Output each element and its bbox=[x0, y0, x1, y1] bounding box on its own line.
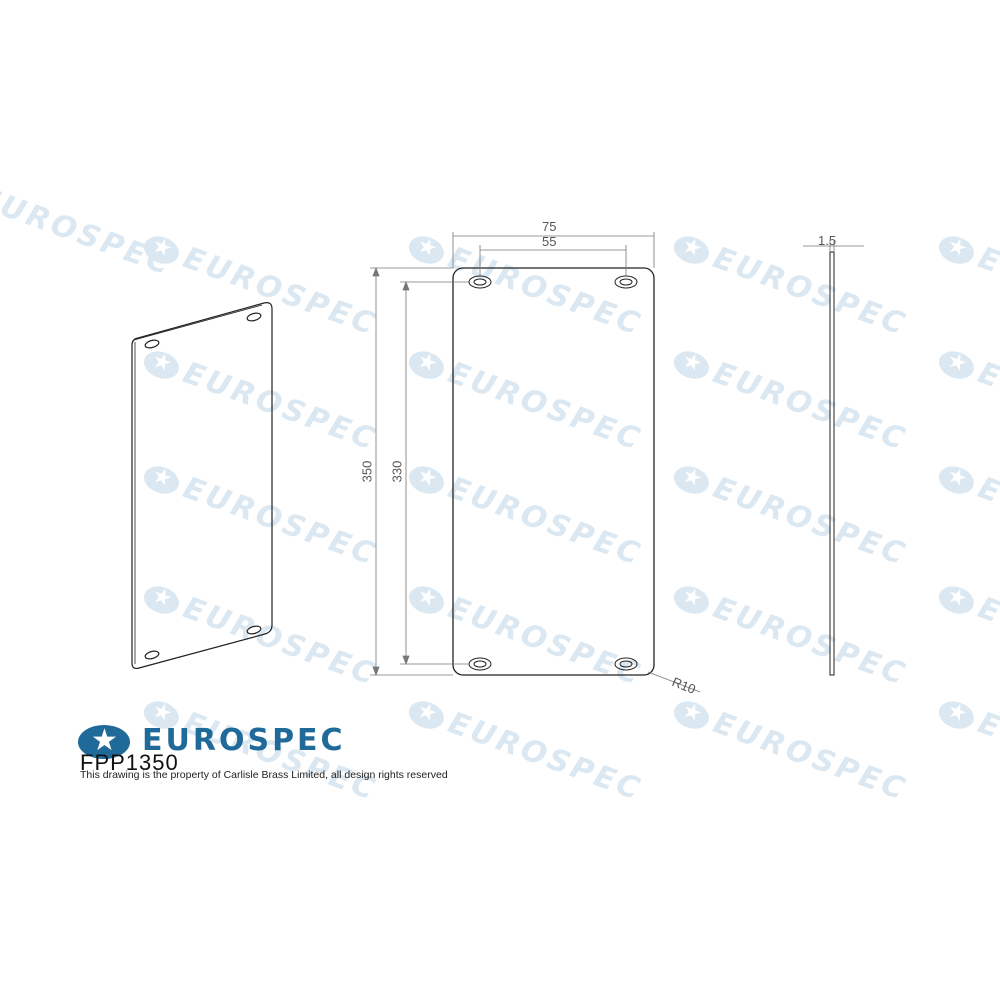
brand-name: EUROSPEC bbox=[142, 723, 346, 758]
dim-hole-vertical: 330 bbox=[389, 460, 405, 483]
side-view bbox=[803, 240, 864, 676]
dim-thickness: 1.5 bbox=[818, 233, 837, 248]
star-logo-icon: ★ bbox=[78, 724, 130, 759]
dim-height: 350 bbox=[359, 460, 375, 483]
dim-width: 75 bbox=[542, 219, 557, 234]
front-view bbox=[370, 232, 701, 693]
isometric-view bbox=[131, 302, 273, 670]
copyright-disclaimer: This drawing is the property of Carlisle… bbox=[80, 769, 448, 781]
dim-hole-spacing: 55 bbox=[542, 234, 557, 249]
part-number: FPP1350 bbox=[80, 750, 179, 775]
